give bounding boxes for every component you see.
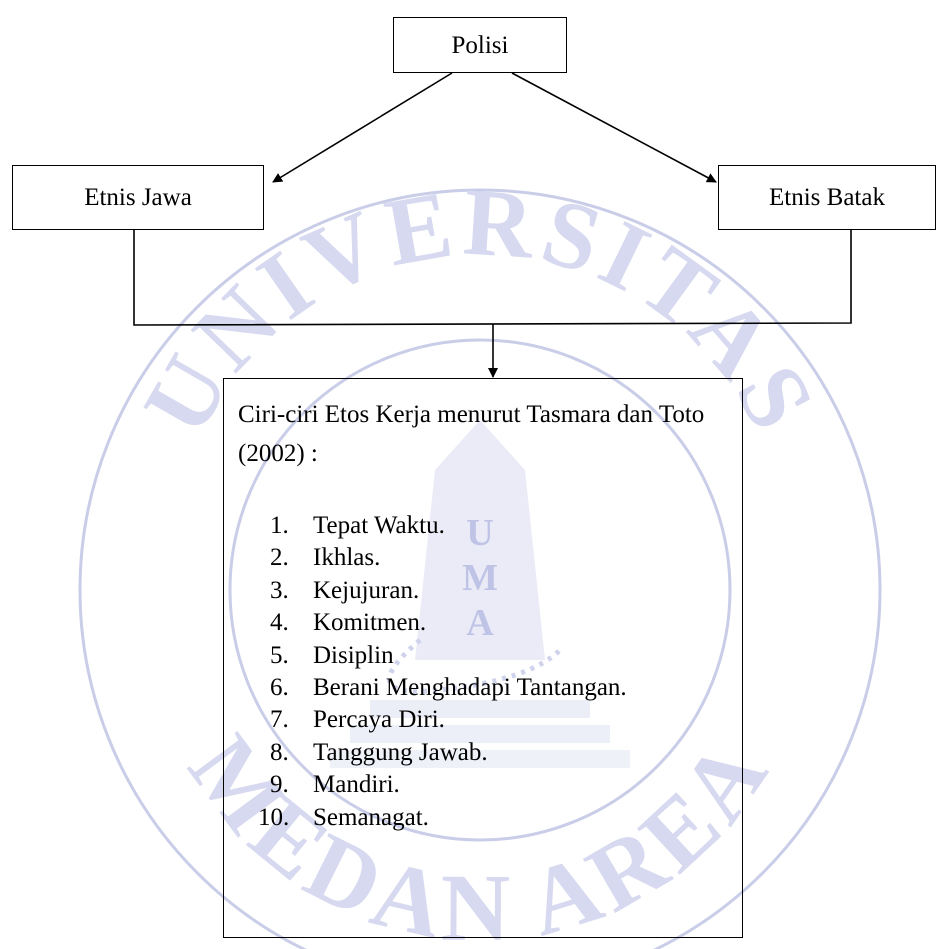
watermark-letter: U <box>466 512 493 554</box>
criteria-text: Komitmen. <box>313 609 427 637</box>
criteria-list: 1. Tepat Waktu. 2. Ikhlas. 3. Kejujuran. 4.… <box>238 510 742 834</box>
criteria-text: Kejujuran. <box>313 576 420 604</box>
criteria-text: Ikhlas. <box>313 544 381 572</box>
criteria-number: 9. <box>270 771 289 799</box>
criteria-text: Semanagat. <box>313 803 429 831</box>
criteria-item: 7. Percaya Diri. <box>238 704 742 736</box>
node-etnis-jawa-label: Etnis Jawa <box>84 184 192 211</box>
criteria-number: 8. <box>270 738 289 766</box>
node-polisi-label: Polisi <box>451 31 509 59</box>
criteria-item: 10. Semanagat. <box>238 802 742 834</box>
criteria-item: 8. Tanggung Jawab. <box>238 737 742 769</box>
node-etnis-jawa: Etnis Jawa <box>12 165 264 230</box>
criteria-number: 10. <box>258 803 290 831</box>
etos-kerja-title: Ciri-ciri Etos Kerja menurut Tasmara dan… <box>238 401 705 467</box>
criteria-number: 1. <box>270 512 289 539</box>
node-polisi: Polisi <box>393 17 567 73</box>
connector-jawa-batak <box>133 230 852 326</box>
etos-kerja-box: Ciri-ciri Etos Kerja menurut Tasmara dan… <box>223 378 743 938</box>
criteria-number: 6. <box>270 673 289 701</box>
criteria-item: 6. Berani Menghadapi Tantangan. <box>238 672 742 704</box>
criteria-text: Tanggung Jawab. <box>313 738 488 766</box>
criteria-item: 2. Ikhlas. <box>238 542 742 574</box>
criteria-number: 3. <box>270 576 289 604</box>
criteria-number: 7. <box>270 706 289 734</box>
criteria-number: 5. <box>270 641 289 669</box>
arrow-polisi-to-batak <box>511 72 717 183</box>
node-etnis-batak: Etnis Batak <box>718 165 936 230</box>
criteria-item: 5. Disiplin <box>238 640 742 672</box>
criteria-text: Disiplin <box>313 641 394 669</box>
watermark-letter: A <box>466 602 494 644</box>
criteria-text: Tepat Waktu. <box>313 512 445 539</box>
criteria-text: Berani Menghadapi Tantangan. <box>313 673 627 701</box>
criteria-item: 9. Mandiri. <box>238 769 742 801</box>
arrow-polisi-to-jawa <box>272 72 453 183</box>
criteria-item: 3. Kejujuran. <box>238 575 742 607</box>
criteria-text: Mandiri. <box>313 771 400 799</box>
node-etnis-batak-label: Etnis Batak <box>769 184 885 211</box>
watermark-letter: M <box>462 557 498 599</box>
criteria-item: 4. Komitmen. <box>238 607 742 639</box>
criteria-item: 1. Tepat Waktu. <box>238 510 742 542</box>
criteria-number: 2. <box>270 544 289 572</box>
criteria-number: 4. <box>270 609 289 637</box>
criteria-text: Percaya Diri. <box>313 706 445 734</box>
